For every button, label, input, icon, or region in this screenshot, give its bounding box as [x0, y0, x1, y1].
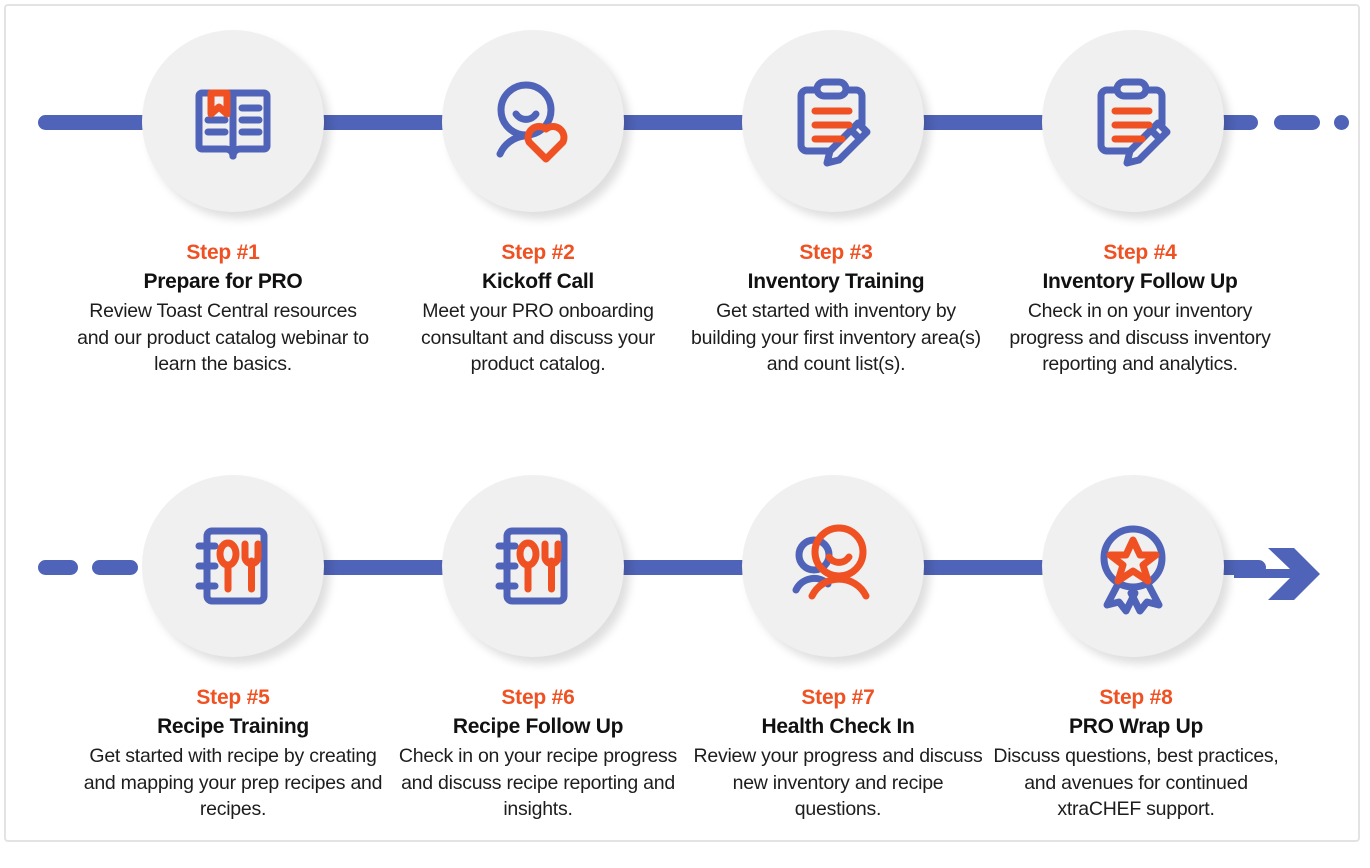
connector-segment — [606, 115, 764, 130]
connector-dash — [38, 560, 78, 575]
heart-shape — [524, 123, 568, 163]
step-description: Meet your PRO onboarding consultant and … — [421, 300, 655, 375]
step-icon-circle — [1042, 475, 1224, 657]
step-node-2[interactable] — [442, 30, 624, 212]
step-title: Recipe Follow Up — [452, 715, 624, 738]
step-number: Step #2 — [501, 241, 575, 264]
step-icon-circle — [442, 30, 624, 212]
step-node-6[interactable] — [442, 475, 624, 657]
step-icon-circle — [742, 475, 924, 657]
step-number: Step #1 — [186, 241, 260, 264]
step-caption-1: Step #1 Prepare for PRO Review Toast Cen… — [73, 240, 373, 378]
two-people-icon — [792, 524, 870, 600]
connector-dash — [92, 560, 138, 575]
step-caption-4: Step #4 Inventory Follow Up Check in on … — [990, 240, 1290, 378]
step-icon-circle — [142, 30, 324, 212]
connector-dot — [1334, 115, 1349, 130]
step-title: Health Check In — [761, 715, 915, 738]
step-icon-circle — [1042, 30, 1224, 212]
infographic-frame: Step #1 Prepare for PRO Review Toast Cen… — [4, 4, 1360, 842]
bookmark-ribbon — [207, 89, 231, 118]
step-node-1[interactable] — [142, 30, 324, 212]
step-icon-circle — [442, 475, 624, 657]
step-title: Kickoff Call — [482, 270, 594, 293]
recipe-book-icon — [195, 527, 268, 605]
step-description: Check in on your inventory progress and … — [1009, 300, 1271, 375]
arrow-head-icon — [1234, 548, 1320, 600]
step-number: Step #4 — [1103, 241, 1177, 264]
step-number: Step #7 — [801, 686, 875, 709]
connector-segment — [606, 560, 764, 575]
step-node-4[interactable] — [1042, 30, 1224, 212]
award-ribbon-icon — [1100, 525, 1166, 615]
step-icon-circle — [742, 30, 924, 212]
step-title: Prepare for PRO — [143, 270, 303, 293]
step-node-5[interactable] — [142, 475, 324, 657]
step-node-7[interactable] — [742, 475, 924, 657]
step-caption-7: Step #7 Health Check In Review your prog… — [688, 685, 988, 823]
step-node-8[interactable] — [1042, 475, 1224, 657]
step-caption-6: Step #6 Recipe Follow Up Check in on you… — [388, 685, 688, 823]
step-caption-5: Step #5 Recipe Training Get started with… — [83, 685, 383, 823]
step-title: Inventory Follow Up — [1042, 270, 1238, 293]
step-description: Discuss questions, best practices, and a… — [993, 745, 1279, 820]
step-description: Review your progress and discuss new inv… — [693, 745, 983, 820]
step-description: Get started with inventory by building y… — [691, 300, 981, 375]
connector-dash — [1274, 115, 1320, 130]
step-title: Recipe Training — [157, 715, 309, 738]
step-caption-8: Step #8 PRO Wrap Up Discuss questions, b… — [986, 685, 1286, 823]
step-number: Step #5 — [196, 686, 270, 709]
connector-segment — [306, 115, 464, 130]
connector-segment — [906, 115, 1064, 130]
step-description: Review Toast Central resources and our p… — [77, 300, 369, 375]
process-row-bottom: Step #5 Recipe Training Get started with… — [6, 453, 1358, 868]
step-number: Step #6 — [501, 686, 575, 709]
star-shape — [1106, 536, 1160, 585]
connector-segment — [306, 560, 464, 575]
open-book-icon — [195, 89, 271, 160]
step-number: Step #3 — [799, 241, 873, 264]
step-number: Step #8 — [1099, 686, 1173, 709]
step-title: PRO Wrap Up — [1069, 715, 1203, 738]
step-icon-circle — [142, 475, 324, 657]
connector-segment — [906, 560, 1064, 575]
step-description: Get started with recipe by creating and … — [83, 745, 383, 820]
process-row-top: Step #1 Prepare for PRO Review Toast Cen… — [6, 8, 1358, 423]
step-node-3[interactable] — [742, 30, 924, 212]
clipboard-pencil-icon — [1097, 78, 1171, 167]
step-description: Check in on your recipe progress and dis… — [398, 745, 678, 820]
step-title: Inventory Training — [747, 270, 925, 293]
step-caption-3: Step #3 Inventory Training Get started w… — [686, 240, 986, 378]
recipe-book-icon — [495, 527, 568, 605]
person-heart-icon — [496, 81, 568, 163]
clipboard-pencil-icon — [797, 78, 871, 167]
step-caption-2: Step #2 Kickoff Call Meet your PRO onboa… — [388, 240, 688, 378]
